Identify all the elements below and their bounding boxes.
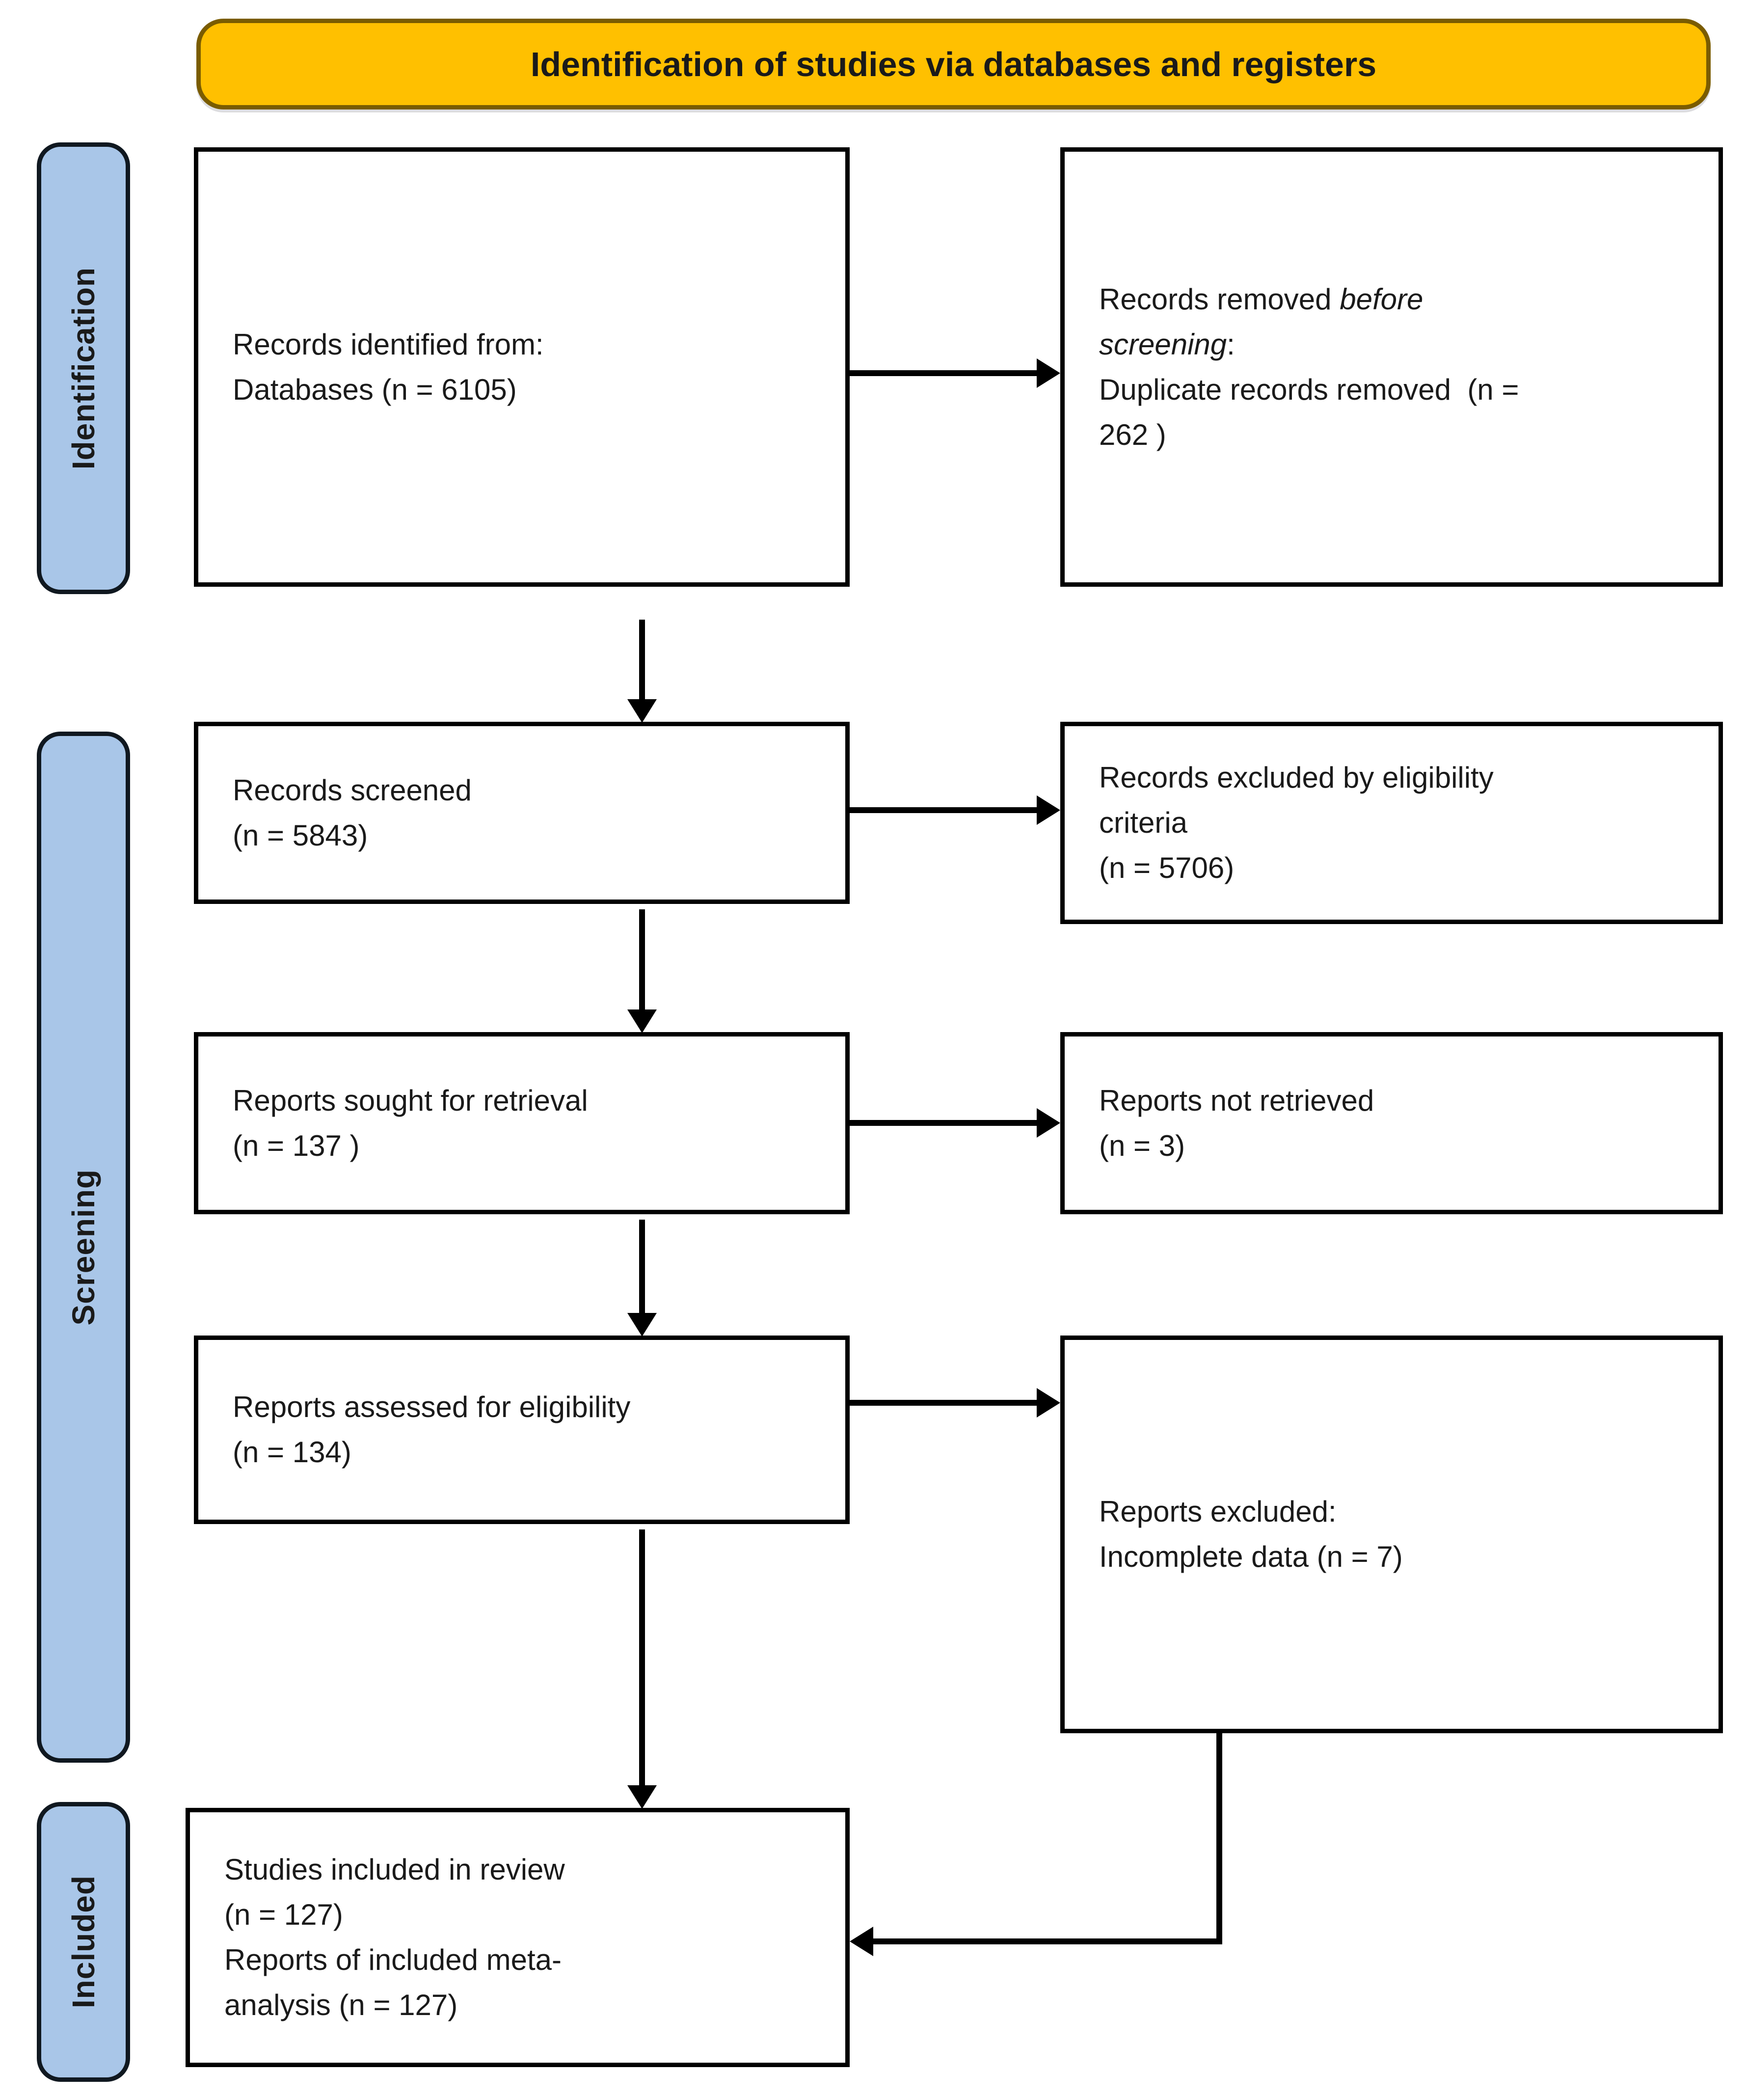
title-banner-text: Identification of studies via databases … [530,45,1377,83]
reports-assessed-line2: (n = 134) [233,1436,351,1469]
studies-included-line3: Reports of included meta- [224,1943,562,1976]
arrow-screened-to-sought-head [627,1009,657,1033]
records-removed-line2-plain: : [1227,327,1235,361]
arrow-sought-to-assessed-shaft [639,1220,645,1316]
records-excluded-line3: (n = 5706) [1099,851,1235,884]
arrow-assessed-to-included-shaft [639,1529,645,1787]
arrow-screened-to-excluded-head [1037,795,1060,825]
connector-excluded-to-included-horizontal [871,1938,1222,1944]
connector-excluded-to-included-vertical [1216,1733,1222,1944]
records-removed-line4: 262 ) [1099,418,1166,451]
box-reports-assessed: Reports assessed for eligibility (n = 13… [194,1336,850,1524]
stage-label-identification: Identification [37,142,130,594]
reports-excluded-line2: Incomplete data (n = 7) [1099,1540,1403,1573]
stage-label-included: Included [37,1802,130,2082]
records-removed-line1-plain: Records removed [1099,282,1340,316]
box-records-removed-before-screening: Records removed before screening: Duplic… [1060,147,1723,587]
reports-sought-line1: Reports sought for retrieval [233,1084,588,1117]
records-removed-line2-italic: screening [1099,327,1227,361]
arrow-identified-to-removed-head [1037,358,1060,388]
box-reports-sought: Reports sought for retrieval (n = 137 ) [194,1032,850,1214]
arrow-screened-to-excluded-shaft [850,807,1041,813]
stage-label-included-text: Included [66,1875,101,2009]
studies-included-line4: analysis (n = 127) [224,1989,458,2021]
arrow-identified-to-removed-shaft [850,370,1041,376]
reports-excluded-line1: Reports excluded: [1099,1495,1337,1528]
records-excluded-line2: criteria [1099,806,1188,839]
box-reports-excluded: Reports excluded: Incomplete data (n = 7… [1060,1336,1723,1733]
records-removed-line2: screening: [1099,322,1699,367]
records-screened-line2: (n = 5843) [233,818,368,852]
arrow-identified-to-screened-shaft [639,620,645,703]
box-reports-not-retrieved: Reports not retrieved (n = 3) [1060,1032,1723,1214]
records-identified-line2: Databases (n = 6105) [233,373,517,406]
records-removed-line1: Records removed before [1099,277,1699,322]
arrow-identified-to-screened-head [627,699,657,723]
box-studies-included: Studies included in review (n = 127) Rep… [186,1808,850,2067]
reports-assessed-line1: Reports assessed for eligibility [233,1391,631,1423]
arrow-assessed-to-included-head [627,1785,657,1809]
studies-included-line2: (n = 127) [224,1898,343,1931]
arrow-sought-to-not-retrieved-head [1037,1108,1060,1138]
records-excluded-line1: Records excluded by eligibility [1099,761,1494,794]
arrow-sought-to-not-retrieved-shaft [850,1120,1041,1126]
box-records-screened: Records screened (n = 5843) [194,722,850,904]
records-removed-line1-italic: before [1340,282,1424,316]
stage-label-screening: Screening [37,732,130,1763]
studies-included-line1: Studies included in review [224,1853,565,1886]
box-records-identified: Records identified from: Databases (n = … [194,147,850,587]
stage-label-screening-text: Screening [66,1169,101,1326]
records-identified-line1: Records identified from: [233,327,544,361]
arrow-sought-to-assessed-head [627,1313,657,1336]
arrow-assessed-to-reports-excluded-head [1037,1388,1060,1418]
arrow-screened-to-sought-shaft [639,909,645,1012]
stage-label-identification-text: Identification [66,267,101,470]
records-screened-line1: Records screened [233,773,472,807]
reports-sought-line2: (n = 137 ) [233,1129,360,1162]
reports-not-retrieved-line2: (n = 3) [1099,1129,1185,1162]
box-records-excluded: Records excluded by eligibility criteria… [1060,722,1723,924]
reports-not-retrieved-line1: Reports not retrieved [1099,1084,1374,1117]
connector-excluded-to-included-head [850,1927,873,1956]
title-banner: Identification of studies via databases … [196,19,1711,109]
arrow-assessed-to-reports-excluded-shaft [850,1400,1041,1406]
records-removed-line3: Duplicate records removed (n = [1099,373,1519,406]
